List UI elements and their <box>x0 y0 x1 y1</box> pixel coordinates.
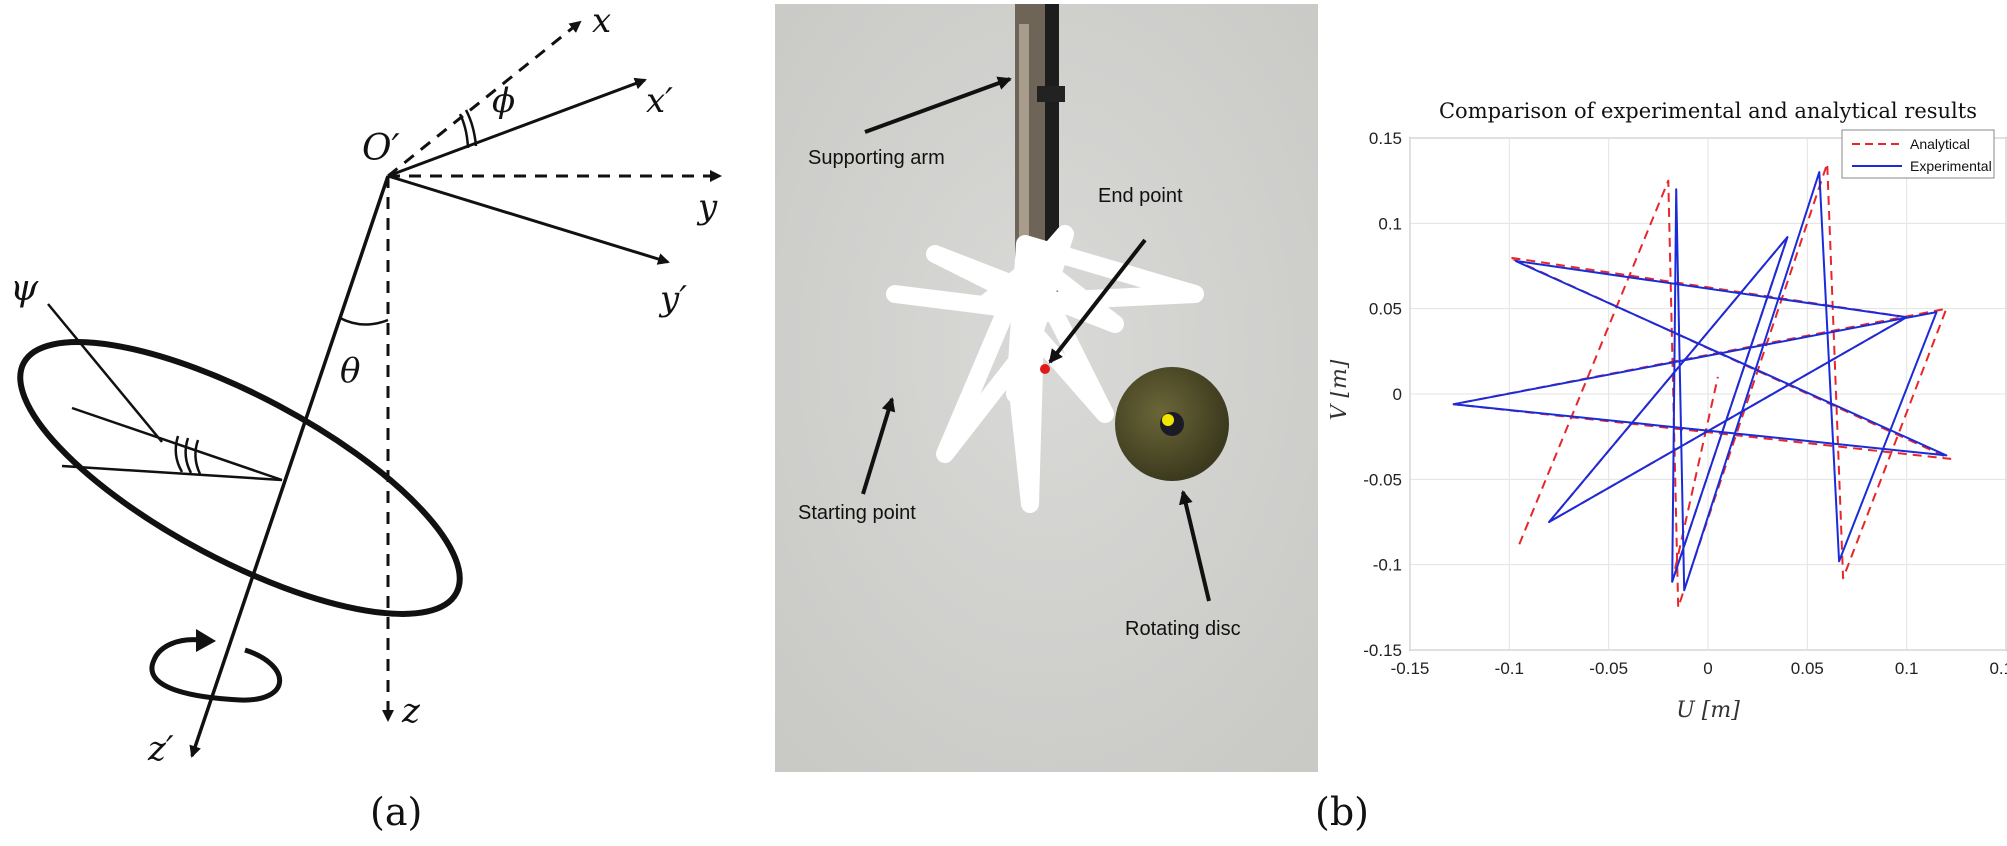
label-rotating-disc: Rotating disc <box>1125 618 1241 640</box>
y-prime-axis <box>387 174 670 265</box>
label-x-prime: x′ <box>646 81 673 121</box>
psi-radius-2 <box>61 464 283 482</box>
x-axis-dashed <box>387 20 582 178</box>
arrow-supporting-arm <box>864 76 1012 134</box>
x-prime-axis <box>387 77 647 178</box>
label-z-prime: z′ <box>147 729 174 769</box>
y-tick-label: 0.05 <box>1369 300 1402 319</box>
gyroscope-diagram-svg: x x′ y y′ z z′ O′ ϕ θ ψ <box>10 1 722 769</box>
caption-b: (b) <box>1315 790 1369 834</box>
label-supporting-arm: Supporting arm <box>808 147 945 169</box>
x-tick-label: 0.15 <box>1989 659 2007 678</box>
y-tick-label: -0.15 <box>1363 641 1402 660</box>
rotating-disc-ellipse <box>17 339 463 617</box>
legend: Analytical Experimental <box>1841 129 1995 179</box>
label-y: y <box>696 187 718 227</box>
label-end-point: End point <box>1098 185 1183 207</box>
label-z: z <box>401 691 421 731</box>
label-phi: ϕ <box>492 81 515 121</box>
tick-labels: -0.15 -0.1 -0.05 0 0.05 0.1 0.15 0.15 0.1 0.05 0 -0… <box>1363 129 2007 678</box>
arrow-rotating-disc <box>1178 490 1211 602</box>
x-tick-label: -0.05 <box>1589 659 1628 678</box>
psi-leader <box>47 303 163 443</box>
label-psi: ψ <box>10 268 39 309</box>
grid-lines <box>1409 137 2007 651</box>
series-lines <box>1452 162 1952 609</box>
experiment-photo-svg: Supporting arm End point Starting point … <box>775 4 1318 772</box>
x-axis-title: U [m] <box>1676 698 1740 720</box>
caption-a: (a) <box>370 790 423 834</box>
series-experimental <box>1452 171 1948 592</box>
psi-arc-1 <box>174 435 184 473</box>
x-tick-label: -0.15 <box>1391 659 1430 678</box>
psi-arc-3 <box>194 439 202 475</box>
label-starting-point: Starting point <box>798 502 916 524</box>
y-tick-label: -0.1 <box>1373 556 1402 575</box>
chart-title: Comparison of experimental and analytica… <box>1439 99 1977 123</box>
spin-arrowhead <box>196 629 216 652</box>
x-tick-label: 0 <box>1703 659 1712 678</box>
z-prime-axis <box>189 175 390 758</box>
psi-arc-2 <box>184 437 193 474</box>
end-point-marker <box>1040 364 1050 374</box>
label-theta: θ <box>340 351 360 391</box>
y-tick-label: 0.1 <box>1378 214 1402 233</box>
supporting-arm-clip <box>1037 86 1065 102</box>
phi-arc-inner <box>458 113 470 149</box>
y-tick-label: -0.05 <box>1363 470 1402 489</box>
experiment-photo: Supporting arm End point Starting point … <box>775 4 1318 772</box>
y-tick-label: 0 <box>1393 385 1402 404</box>
star-trace <box>886 225 1204 513</box>
phi-arc-outer <box>464 109 478 147</box>
label-y-prime: y′ <box>658 279 687 319</box>
supporting-arm-frame <box>1019 24 1029 294</box>
label-x: x <box>592 1 611 41</box>
x-tick-label: -0.1 <box>1495 659 1524 678</box>
y-axis-title: V [m] <box>1330 359 1352 420</box>
legend-label-analytical: Analytical <box>1910 136 1970 152</box>
theta-arc <box>339 316 389 326</box>
comparison-chart-svg: Comparison of experimental and analytica… <box>1327 99 2007 723</box>
comparison-chart: Comparison of experimental and analytica… <box>1327 90 2007 723</box>
legend-label-experimental: Experimental <box>1910 158 1992 174</box>
label-origin: O′ <box>362 128 400 169</box>
gyroscope-diagram: x x′ y y′ z z′ O′ ϕ θ ψ <box>0 0 760 790</box>
spin-arrow-icon <box>149 637 283 703</box>
x-tick-label: 0.1 <box>1895 659 1919 678</box>
x-tick-label: 0.05 <box>1791 659 1824 678</box>
disc-center-point <box>1162 414 1174 426</box>
y-tick-label: 0.15 <box>1369 129 1402 148</box>
arrow-starting-point <box>861 397 896 495</box>
arrow-end-point <box>1048 238 1147 364</box>
legend-box <box>1841 129 1995 179</box>
